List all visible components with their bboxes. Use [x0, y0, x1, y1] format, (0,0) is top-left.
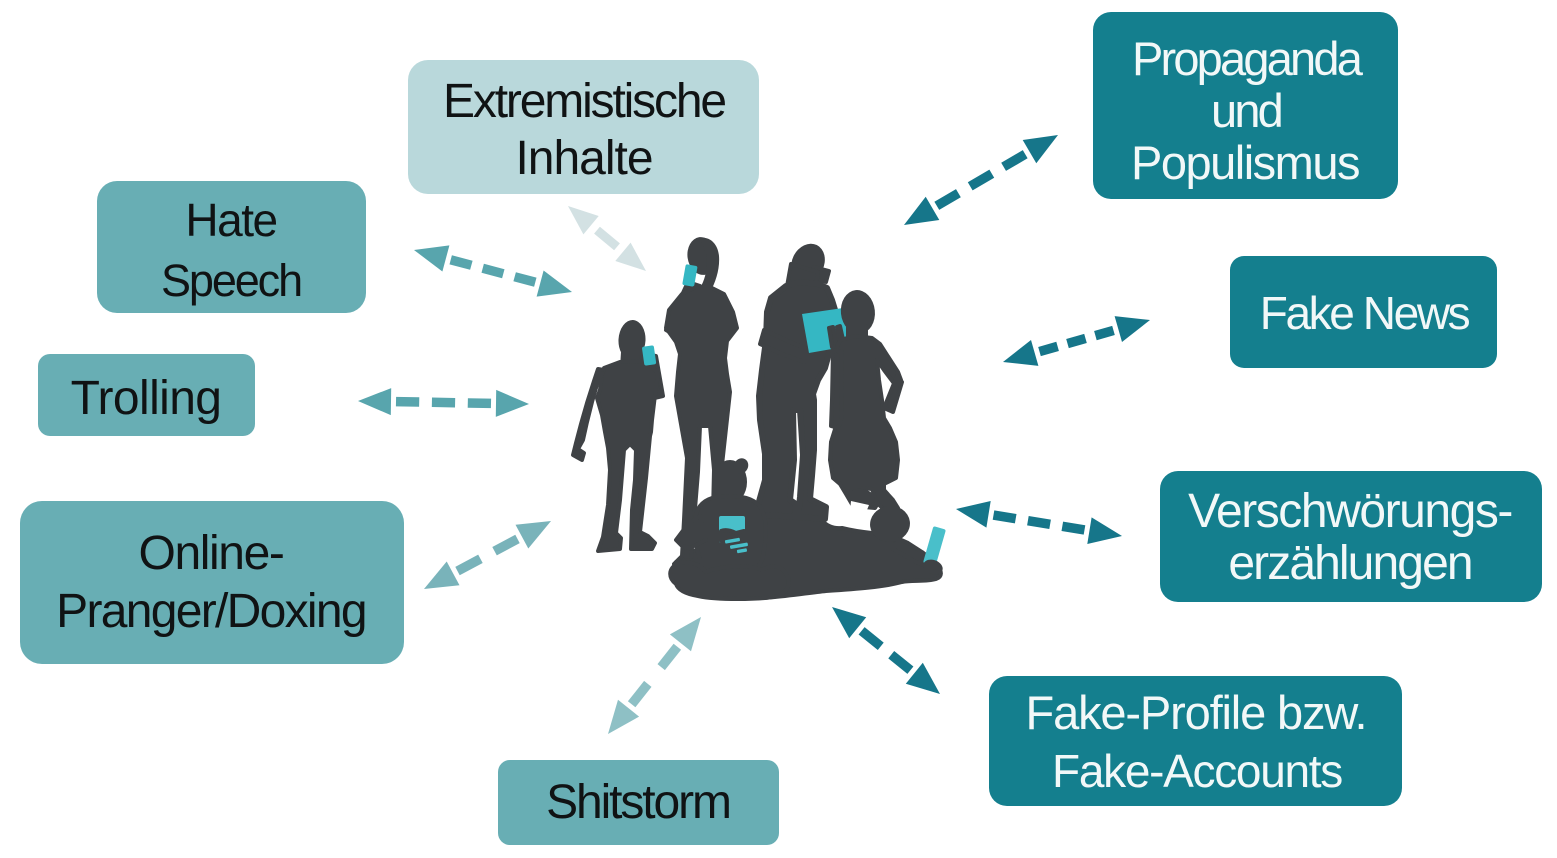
svg-text:Populismus: Populismus — [1131, 136, 1359, 189]
svg-text:Pranger/Doxing: Pranger/Doxing — [56, 585, 366, 638]
svg-text:Speech: Speech — [161, 255, 301, 306]
svg-text:Fake News: Fake News — [1260, 287, 1470, 339]
svg-text:Extremistische: Extremistische — [443, 75, 725, 128]
svg-text:und: und — [1211, 84, 1282, 137]
svg-text:erzählungen: erzählungen — [1228, 537, 1471, 590]
svg-text:Verschwörungs-: Verschwörungs- — [1188, 485, 1512, 538]
svg-text:Inhalte: Inhalte — [515, 132, 652, 185]
svg-text:Online-: Online- — [139, 527, 284, 580]
svg-text:Fake-Accounts: Fake-Accounts — [1052, 745, 1342, 797]
svg-text:Propaganda: Propaganda — [1132, 32, 1364, 85]
svg-text:Shitstorm: Shitstorm — [546, 776, 730, 829]
svg-text:Trolling: Trolling — [71, 372, 222, 425]
svg-text:Fake-Profile bzw.: Fake-Profile bzw. — [1026, 686, 1367, 739]
svg-text:Hate: Hate — [185, 194, 276, 246]
